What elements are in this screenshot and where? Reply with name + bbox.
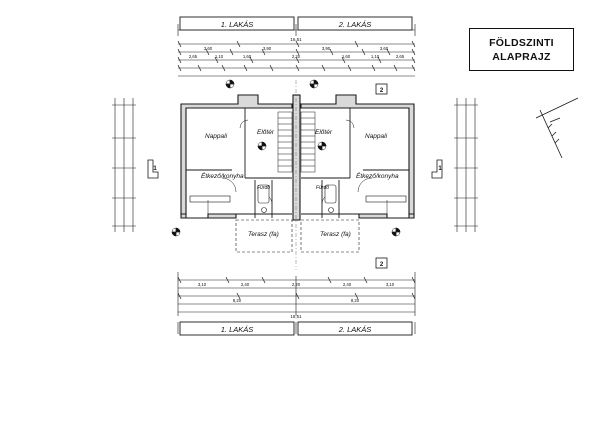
- bottom-dim-4: 2,40: [343, 282, 352, 287]
- top-dim-r2-7: 2,65: [396, 54, 405, 59]
- bottom-dim-2: 2,40: [241, 282, 250, 287]
- top-dimension-row2: 2,65 1,10 1,60 2,20 1,60 1,10 2,65: [189, 54, 405, 59]
- room-living-left: Nappali: [205, 133, 228, 140]
- top-dimension-row1: 3,60 3,90 3,90 3,60: [204, 46, 389, 51]
- bottom-total-dimension: 16,51: [290, 314, 302, 319]
- level-marker-icon: [309, 79, 319, 89]
- bottom-right-apartment-label: 2. LAKÁS: [338, 325, 372, 334]
- room-terrace-left: Terasz (fa): [248, 231, 279, 238]
- section-mark-left: 1: [153, 166, 157, 172]
- top-apartment-bands: [179, 16, 413, 31]
- section-mark-right: 1: [438, 166, 442, 172]
- top-dim-3: 3,90: [322, 46, 331, 51]
- left-dimension-lines: [112, 98, 136, 232]
- section-marker-labels: 2 2 1 1: [153, 88, 442, 268]
- room-bath-right: Fürdő: [316, 185, 329, 191]
- top-dim-r2-5: 1,60: [342, 54, 351, 59]
- exterior-walls: [180, 94, 415, 221]
- bottom-dimension-row2: 8,20 8,20: [233, 298, 360, 303]
- bottom-dimension-lines: [177, 272, 416, 334]
- top-dim-r2-1: 2,65: [189, 54, 198, 59]
- north-arrow-icon: [535, 97, 579, 159]
- section-mark-top: 2: [380, 88, 384, 94]
- level-marker-icon: [171, 227, 181, 237]
- level-marker-icon: [257, 141, 267, 151]
- drawing-title-line1: FÖLDSZINTI: [489, 36, 554, 49]
- room-living-right: Nappali: [365, 133, 388, 140]
- bottom-dim-1: 3,10: [198, 282, 207, 287]
- stairs: [277, 111, 316, 173]
- top-dim-r2-3: 1,60: [243, 54, 252, 59]
- section-mark-bottom: 2: [380, 262, 384, 268]
- room-dining-right: Étkező/konyha: [356, 171, 399, 180]
- top-dim-r2-4: 2,20: [292, 54, 301, 59]
- terraces: [235, 219, 360, 253]
- top-dimension-ticks: [177, 40, 416, 72]
- interior-walls: [186, 108, 409, 218]
- level-marker-icon: [317, 141, 327, 151]
- level-markers: [171, 79, 401, 237]
- room-bath-left: Fürdő: [257, 185, 270, 191]
- drawing-title-line2: ALAPRAJZ: [492, 50, 551, 63]
- level-marker-icon: [225, 79, 235, 89]
- bottom-apartment-bands: [179, 321, 413, 336]
- right-dimension-lines: [454, 98, 478, 232]
- room-dining-left: Étkező/konyha: [201, 171, 244, 180]
- top-dim-4: 3,60: [380, 46, 389, 51]
- level-marker-icon: [391, 227, 401, 237]
- room-labels-right: Nappali Előtér Étkező/konyha Fürdő Teras…: [315, 129, 399, 238]
- top-dim-2: 3,90: [263, 46, 272, 51]
- top-dim-r2-6: 1,10: [371, 54, 380, 59]
- kitchen-counters: [189, 195, 407, 203]
- room-labels-left: Nappali Előtér Étkező/konyha Fürdő Teras…: [201, 129, 279, 238]
- room-hall-left: Előtér: [257, 129, 275, 136]
- bottom-dimension-row1: 3,10 2,40 2,20 2,40 3,10: [198, 282, 395, 287]
- bottom-dim-r2-1: 8,20: [233, 298, 242, 303]
- bottom-dim-r2-2: 8,20: [351, 298, 360, 303]
- bottom-dim-5: 3,10: [386, 282, 395, 287]
- top-left-apartment-label: 1. LAKÁS: [221, 20, 254, 29]
- bottom-dim-3: 2,20: [292, 282, 301, 287]
- top-right-apartment-label: 2. LAKÁS: [338, 20, 372, 29]
- top-total-dimension: 16,51: [290, 37, 302, 42]
- bottom-dimension-ticks: [177, 276, 416, 300]
- top-dim-r2-2: 1,10: [215, 54, 224, 59]
- section-markers: [147, 83, 443, 269]
- room-terrace-right: Terasz (fa): [320, 231, 351, 238]
- bottom-left-apartment-label: 1. LAKÁS: [221, 325, 254, 334]
- top-dim-1: 3,60: [204, 46, 213, 51]
- room-hall-right: Előtér: [315, 129, 333, 136]
- bath-fixtures: [257, 184, 337, 213]
- drawing-title-block: FÖLDSZINTI ALAPRAJZ: [469, 28, 574, 71]
